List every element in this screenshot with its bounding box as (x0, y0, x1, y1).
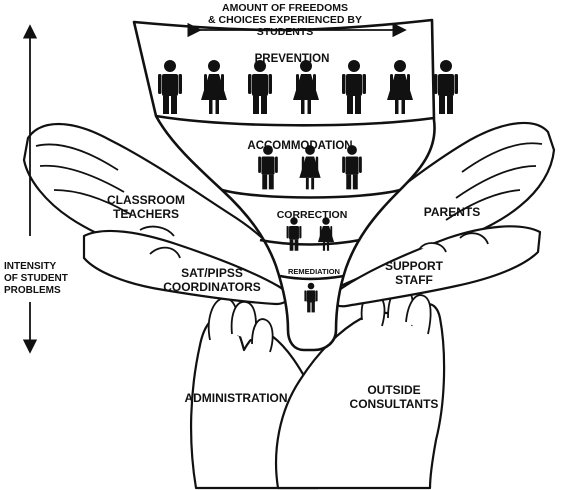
student-figure-remediation-1-male (304, 282, 318, 313)
intensity-label-line-1: INTENSITY (4, 261, 57, 272)
student-figure-correction-2-female (317, 217, 335, 251)
student-figure-prevention-7-male (434, 60, 458, 114)
support-staff-line-1: SUPPORT (385, 259, 444, 273)
freedom-label-line-1: AMOUNT OF FREEDOMS (222, 2, 348, 14)
classroom-teachers-hand (22, 122, 303, 297)
administration-label: ADMINISTRATION (184, 391, 287, 405)
support-staff-line-2: STAFF (395, 273, 433, 287)
student-figure-accommodation-2-female (299, 145, 321, 190)
student-figure-correction-1-male (286, 217, 302, 251)
sat-pipss-line-2: COORDINATORS (163, 280, 261, 294)
level-correction: CORRECTION (277, 209, 348, 221)
student-figure-prevention-5-male (342, 60, 366, 114)
freedom-label-line-3: STUDENTS (257, 26, 314, 38)
sat-pipss-line-1: SAT/PIPSS (181, 266, 243, 280)
parents-label: PARENTS (424, 205, 480, 219)
student-figure-accommodation-3-male (342, 145, 362, 190)
freedom-label-line-2: & CHOICES EXPERIENCED BY (208, 14, 362, 26)
outside-consultants-line-1: OUTSIDE (367, 383, 420, 397)
parents-hand (292, 121, 556, 305)
classroom-teachers-line-1: CLASSROOM (107, 193, 185, 207)
classroom-teachers-line-2: TEACHERS (113, 207, 179, 221)
student-figure-accommodation-1-male (258, 145, 278, 190)
level-prevention: PREVENTION (255, 53, 330, 65)
level-accommodation: ACCOMMODATION (247, 140, 352, 152)
student-figure-prevention-4-female (293, 60, 319, 114)
student-figures (158, 60, 458, 313)
level-remediation: REMEDIATION (288, 267, 340, 276)
student-figure-prevention-1-male (158, 60, 182, 114)
outside-consultants-line-2: CONSULTANTS (350, 397, 439, 411)
student-figure-prevention-2-female (201, 60, 227, 114)
intensity-label-line-2: OF STUDENT (4, 273, 68, 284)
student-figure-prevention-6-female (387, 60, 413, 114)
student-figure-prevention-3-male (248, 60, 272, 114)
intensity-label-line-3: PROBLEMS (4, 285, 61, 296)
